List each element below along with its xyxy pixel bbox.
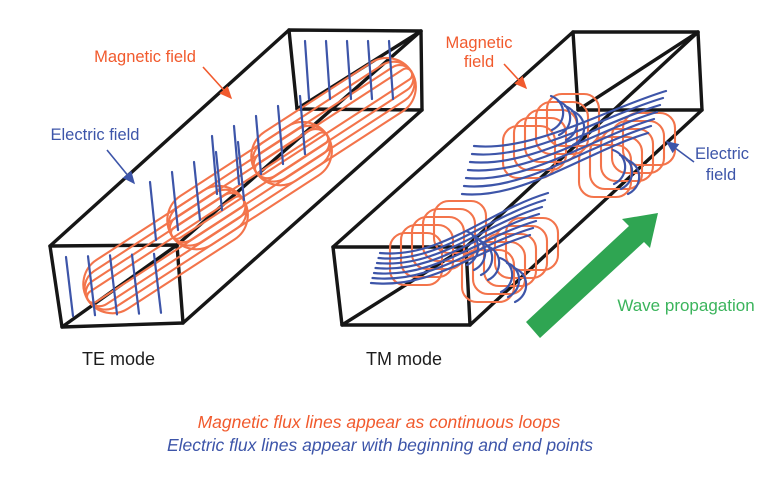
tm-electric-curl bbox=[611, 148, 627, 186]
tm-electric-field-label-line2: field bbox=[706, 166, 736, 184]
te-magnetic-field-arrow bbox=[202, 66, 233, 100]
tm-electric-curl bbox=[498, 256, 514, 294]
tm-electric-arc bbox=[377, 198, 547, 260]
tm-back-face-diagonal bbox=[576, 30, 700, 112]
tm-electric-curl bbox=[556, 99, 572, 137]
tm-electric-field-label-line1: Electric bbox=[695, 145, 749, 163]
tm-electric-curl bbox=[485, 244, 501, 282]
te-electric-field-label: Electric field bbox=[51, 126, 140, 144]
te-electric-line bbox=[303, 39, 311, 101]
tm-magnetic-field-arrow bbox=[503, 63, 528, 90]
tm-electric-field-arrow bbox=[665, 141, 695, 163]
te-electric-line bbox=[366, 39, 374, 101]
tm-electric-arc bbox=[375, 205, 544, 265]
te-electric-line bbox=[64, 255, 75, 318]
te-electric-line bbox=[86, 255, 97, 317]
te-electric-field-arrow bbox=[106, 149, 136, 185]
te-magnetic-loop bbox=[169, 131, 330, 240]
te-magnetic-loop bbox=[168, 128, 331, 244]
tm-electric-arc bbox=[460, 131, 650, 196]
te-magnetic-loop bbox=[250, 56, 417, 187]
tm-electric-curl bbox=[464, 229, 480, 267]
tm-magnetic-coil-rear-right bbox=[621, 111, 677, 167]
tm-electric-curl bbox=[512, 266, 528, 304]
tm-electric-curl bbox=[549, 94, 565, 132]
te-electric-line bbox=[298, 94, 307, 156]
te-electric-line bbox=[152, 252, 163, 314]
te-electric-line bbox=[192, 160, 202, 222]
tm-electric-arc bbox=[472, 89, 668, 148]
te-loop-assembly-2 bbox=[250, 56, 417, 187]
te-electric-line bbox=[170, 170, 180, 232]
te-electric-line bbox=[276, 104, 285, 166]
tm-electric-field-lines bbox=[369, 89, 668, 304]
tm-electric-curl bbox=[471, 234, 487, 272]
tm-electric-curl bbox=[478, 239, 494, 277]
te-electric-line bbox=[148, 180, 158, 242]
te-magnetic-field-label: Magnetic field bbox=[94, 48, 196, 66]
te-bottom-right-edge bbox=[181, 108, 424, 325]
tm-electric-arc bbox=[378, 191, 550, 255]
te-magnetic-loop bbox=[252, 64, 415, 180]
te-electric-field-lines bbox=[64, 39, 395, 318]
te-electric-line bbox=[210, 134, 219, 196]
te-electric-line bbox=[214, 150, 224, 212]
tm-top-left-edge bbox=[331, 30, 575, 249]
tm-electric-arc bbox=[468, 103, 662, 164]
tm-electric-arc bbox=[462, 124, 653, 188]
tm-electric-curl bbox=[563, 104, 579, 142]
te-electric-line bbox=[108, 254, 119, 316]
tm-electric-curl bbox=[625, 158, 641, 196]
te-magnetic-loop bbox=[84, 192, 247, 308]
wave-propagation-arrow bbox=[526, 213, 658, 338]
tm-electric-curl bbox=[570, 109, 586, 147]
tm-electric-arc bbox=[371, 226, 535, 280]
tm-electric-arc bbox=[466, 110, 659, 172]
te-top-left-edge bbox=[48, 28, 291, 248]
te-electric-line bbox=[232, 124, 241, 186]
caption-magnetic-flux: Magnetic flux lines appear as continuous… bbox=[198, 412, 561, 432]
te-electric-line bbox=[236, 140, 246, 202]
te-magnetic-loop bbox=[253, 67, 414, 176]
tm-electric-curl bbox=[505, 261, 521, 299]
caption-electric-flux: Electric flux lines appear with beginnin… bbox=[167, 435, 593, 455]
te-electric-line bbox=[254, 114, 263, 176]
te-electric-line bbox=[345, 39, 353, 101]
tm-magnetic-field-label-line2: field bbox=[464, 53, 494, 71]
tm-electric-arc bbox=[372, 219, 538, 275]
te-mode-label: TE mode bbox=[82, 349, 155, 369]
tm-electric-arc bbox=[374, 212, 541, 270]
te-electric-line bbox=[324, 39, 332, 101]
tm-mode-label: TM mode bbox=[366, 349, 442, 369]
te-electric-line bbox=[130, 253, 141, 315]
tm-electric-arc bbox=[470, 96, 665, 156]
tm-magnetic-field-label-line1: Magnetic bbox=[446, 34, 513, 52]
tm-electric-curl bbox=[618, 153, 634, 191]
tm-magnetic-coil-rear-right bbox=[588, 135, 644, 191]
tm-electric-arc bbox=[464, 117, 656, 180]
wave-propagation-label: Wave propagation bbox=[617, 296, 754, 315]
te-electric-line bbox=[387, 39, 395, 101]
tm-magnetic-coil-front-left bbox=[421, 207, 477, 263]
tm-electric-arc bbox=[369, 233, 532, 285]
